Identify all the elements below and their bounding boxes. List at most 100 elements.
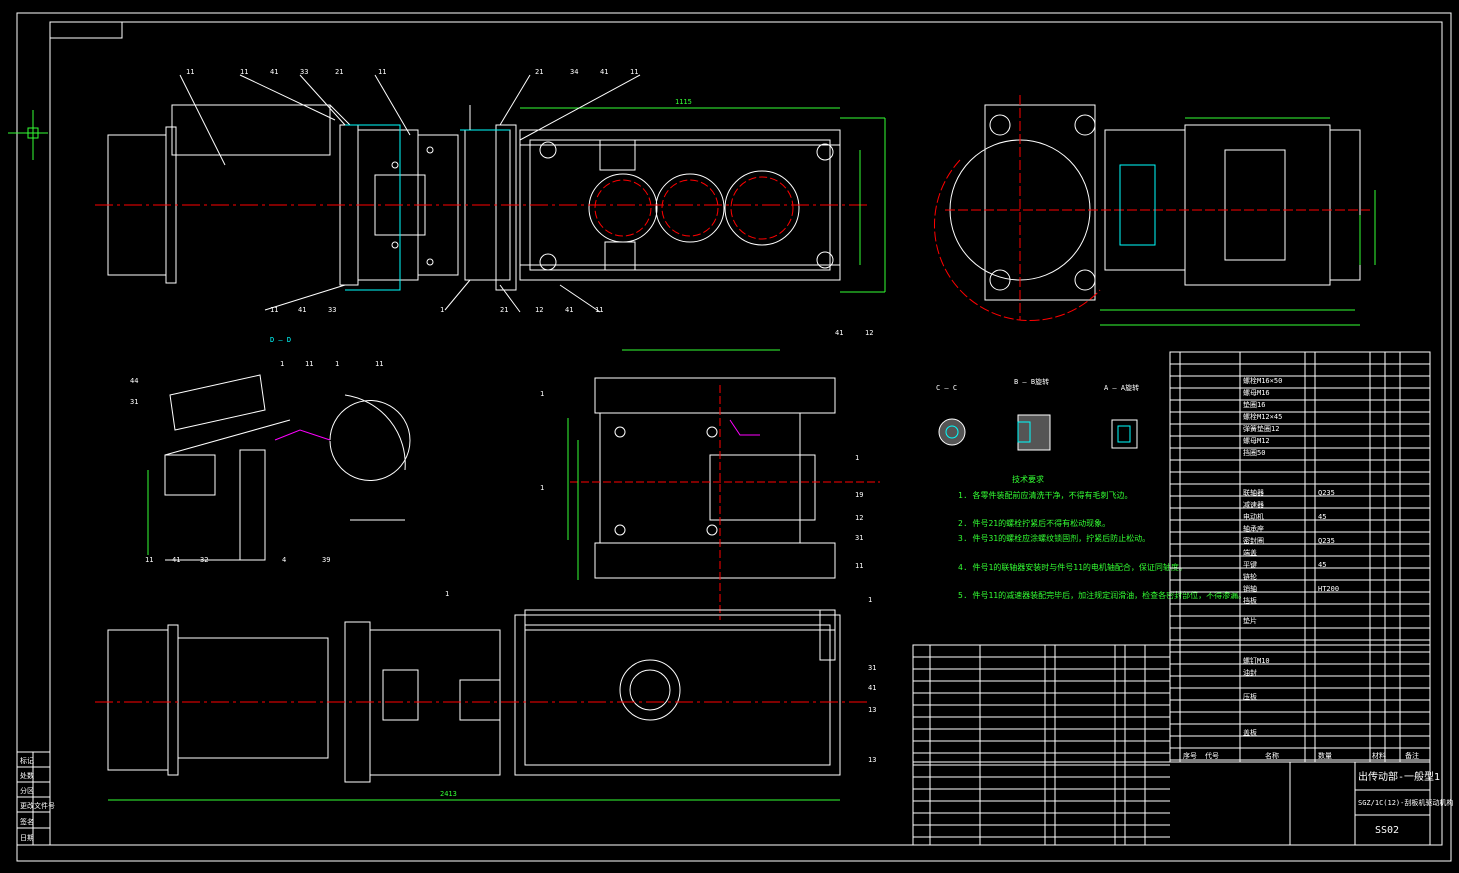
svg-text:13: 13 bbox=[868, 756, 876, 764]
svg-text:11: 11 bbox=[145, 556, 153, 564]
top-width-dimension: 1115 bbox=[675, 98, 692, 106]
view-d-label: D — D bbox=[270, 336, 291, 344]
svg-text:签名: 签名 bbox=[20, 817, 34, 826]
drawing-title: 出传动部-一般型1 bbox=[1358, 770, 1440, 783]
detail-view-d: D — D 44 31 1 11 1 11 11 41 32 4 bbox=[130, 336, 411, 564]
side-view-assembly bbox=[933, 95, 1376, 326]
svg-text:1. 各零件装配前应清洗干净，不得有毛刺飞边。: 1. 各零件装配前应清洗干净，不得有毛刺飞边。 bbox=[958, 490, 1132, 500]
svg-text:13: 13 bbox=[868, 706, 876, 714]
svg-text:11: 11 bbox=[630, 68, 638, 76]
svg-text:12: 12 bbox=[855, 514, 863, 522]
svg-text:41: 41 bbox=[565, 306, 573, 314]
svg-text:挡板: 挡板 bbox=[1243, 596, 1257, 605]
svg-text:5. 件号11的减速器装配完毕后，加注规定润滑油，检查各密封: 5. 件号11的减速器装配完毕后，加注规定润滑油，检查各密封部位，不得渗漏。 bbox=[958, 590, 1246, 600]
svg-text:4: 4 bbox=[282, 556, 286, 564]
svg-text:11: 11 bbox=[855, 562, 863, 570]
svg-text:31: 31 bbox=[855, 534, 863, 542]
svg-text:21: 21 bbox=[335, 68, 343, 76]
crosshair-cursor-icon bbox=[8, 110, 48, 160]
svg-text:螺母M16: 螺母M16 bbox=[1243, 388, 1270, 397]
bom-table bbox=[912, 351, 1431, 846]
svg-text:1: 1 bbox=[868, 596, 872, 604]
center-plan-view bbox=[567, 349, 880, 620]
top-part-labels: 11 11 41 33 21 11 21 34 41 11 11 41 33 1… bbox=[186, 68, 638, 314]
svg-text:销轴: 销轴 bbox=[1243, 584, 1257, 593]
svg-text:名称: 名称 bbox=[1265, 751, 1279, 760]
svg-text:11: 11 bbox=[305, 360, 313, 368]
svg-text:41: 41 bbox=[868, 684, 876, 692]
tech-heading: 技术要求 bbox=[1012, 474, 1044, 484]
svg-text:12: 12 bbox=[535, 306, 543, 314]
title-block-text: 序号 代号 名称 数量 材料 备注 出传动部-一般型1 SGZ/1C(12)-刮… bbox=[1183, 376, 1453, 836]
svg-text:1: 1 bbox=[440, 306, 444, 314]
svg-text:分区: 分区 bbox=[20, 786, 34, 795]
svg-text:减速器: 减速器 bbox=[1243, 500, 1264, 509]
svg-text:1: 1 bbox=[540, 390, 544, 398]
svg-text:油封: 油封 bbox=[1243, 668, 1257, 677]
revision-strip bbox=[16, 751, 51, 846]
svg-text:1: 1 bbox=[540, 484, 544, 492]
section-b-label: B — B旋转 bbox=[1014, 377, 1049, 386]
svg-text:日期: 日期 bbox=[20, 834, 34, 842]
drawing-number: SS02 bbox=[1375, 825, 1399, 836]
svg-text:11: 11 bbox=[595, 306, 603, 314]
svg-text:21: 21 bbox=[500, 306, 508, 314]
svg-text:19: 19 bbox=[855, 491, 863, 499]
svg-text:垫片: 垫片 bbox=[1243, 616, 1257, 625]
detail-part-labels: 44 31 1 11 1 11 11 41 32 4 39 bbox=[130, 360, 383, 564]
svg-text:41: 41 bbox=[298, 306, 306, 314]
svg-text:标记: 标记 bbox=[20, 756, 34, 765]
svg-text:32: 32 bbox=[200, 556, 208, 564]
svg-text:39: 39 bbox=[322, 556, 330, 564]
svg-text:Q235: Q235 bbox=[1318, 489, 1335, 497]
svg-text:轴承座: 轴承座 bbox=[1243, 524, 1264, 533]
svg-text:螺母M12: 螺母M12 bbox=[1243, 436, 1270, 445]
svg-text:挡圈50: 挡圈50 bbox=[1243, 448, 1265, 457]
svg-text:数量: 数量 bbox=[1318, 751, 1332, 760]
svg-text:更改文件号: 更改文件号 bbox=[20, 801, 55, 810]
technical-requirements: 技术要求 1. 各零件装配前应清洗干净，不得有毛刺飞边。 2. 件号21的螺栓拧… bbox=[958, 474, 1246, 600]
overall-length-dimension: 2413 bbox=[440, 790, 457, 798]
svg-text:序号: 序号 bbox=[1183, 751, 1197, 760]
section-a-label: A — A旋转 bbox=[1104, 383, 1139, 392]
section-c-label: C — C bbox=[936, 384, 957, 392]
svg-text:1: 1 bbox=[335, 360, 339, 368]
svg-text:44: 44 bbox=[130, 377, 138, 385]
svg-text:41: 41 bbox=[270, 68, 278, 76]
svg-text:电动机: 电动机 bbox=[1243, 512, 1264, 521]
svg-text:41: 41 bbox=[600, 68, 608, 76]
svg-text:链轮: 链轮 bbox=[1243, 572, 1257, 581]
svg-text:34: 34 bbox=[570, 68, 578, 76]
svg-text:3. 件号31的螺栓应涂螺纹锁固剂，拧紧后防止松动。: 3. 件号31的螺栓应涂螺纹锁固剂，拧紧后防止松动。 bbox=[958, 533, 1150, 543]
svg-text:Q235: Q235 bbox=[1318, 537, 1335, 545]
outer-frame bbox=[16, 12, 1452, 862]
svg-text:45: 45 bbox=[1318, 513, 1326, 521]
svg-text:HT200: HT200 bbox=[1318, 585, 1339, 593]
svg-text:盖板: 盖板 bbox=[1243, 728, 1257, 737]
svg-text:密封圈: 密封圈 bbox=[1243, 536, 1264, 545]
svg-text:处数: 处数 bbox=[20, 771, 34, 780]
svg-text:螺钉M10: 螺钉M10 bbox=[1243, 656, 1270, 665]
svg-text:11: 11 bbox=[270, 306, 278, 314]
svg-text:21: 21 bbox=[535, 68, 543, 76]
svg-text:代号: 代号 bbox=[1205, 751, 1219, 760]
svg-text:11: 11 bbox=[378, 68, 386, 76]
svg-text:弹簧垫圈12: 弹簧垫圈12 bbox=[1243, 424, 1279, 433]
svg-text:联轴器: 联轴器 bbox=[1243, 488, 1264, 497]
svg-text:31: 31 bbox=[868, 664, 876, 672]
svg-text:11: 11 bbox=[186, 68, 194, 76]
svg-text:材料: 材料 bbox=[1372, 751, 1386, 760]
gearbox-housing bbox=[519, 129, 841, 281]
svg-text:33: 33 bbox=[300, 68, 308, 76]
section-views: C — C B — B旋转 A — A旋转 bbox=[936, 377, 1139, 451]
drawing-subtitle: SGZ/1C(12)-刮板机驱动机构 bbox=[1358, 798, 1453, 807]
svg-text:11: 11 bbox=[375, 360, 383, 368]
svg-text:45: 45 bbox=[1318, 561, 1326, 569]
svg-text:1: 1 bbox=[445, 590, 449, 598]
svg-text:螺栓M16×50: 螺栓M16×50 bbox=[1243, 376, 1282, 385]
svg-text:31: 31 bbox=[130, 398, 138, 406]
svg-text:1: 1 bbox=[855, 454, 859, 462]
svg-text:备注: 备注 bbox=[1405, 751, 1419, 760]
bottom-view-assembly: 2413 1 41 12 1 1 1 19 12 31 11 1 31 41 1… bbox=[95, 329, 876, 801]
